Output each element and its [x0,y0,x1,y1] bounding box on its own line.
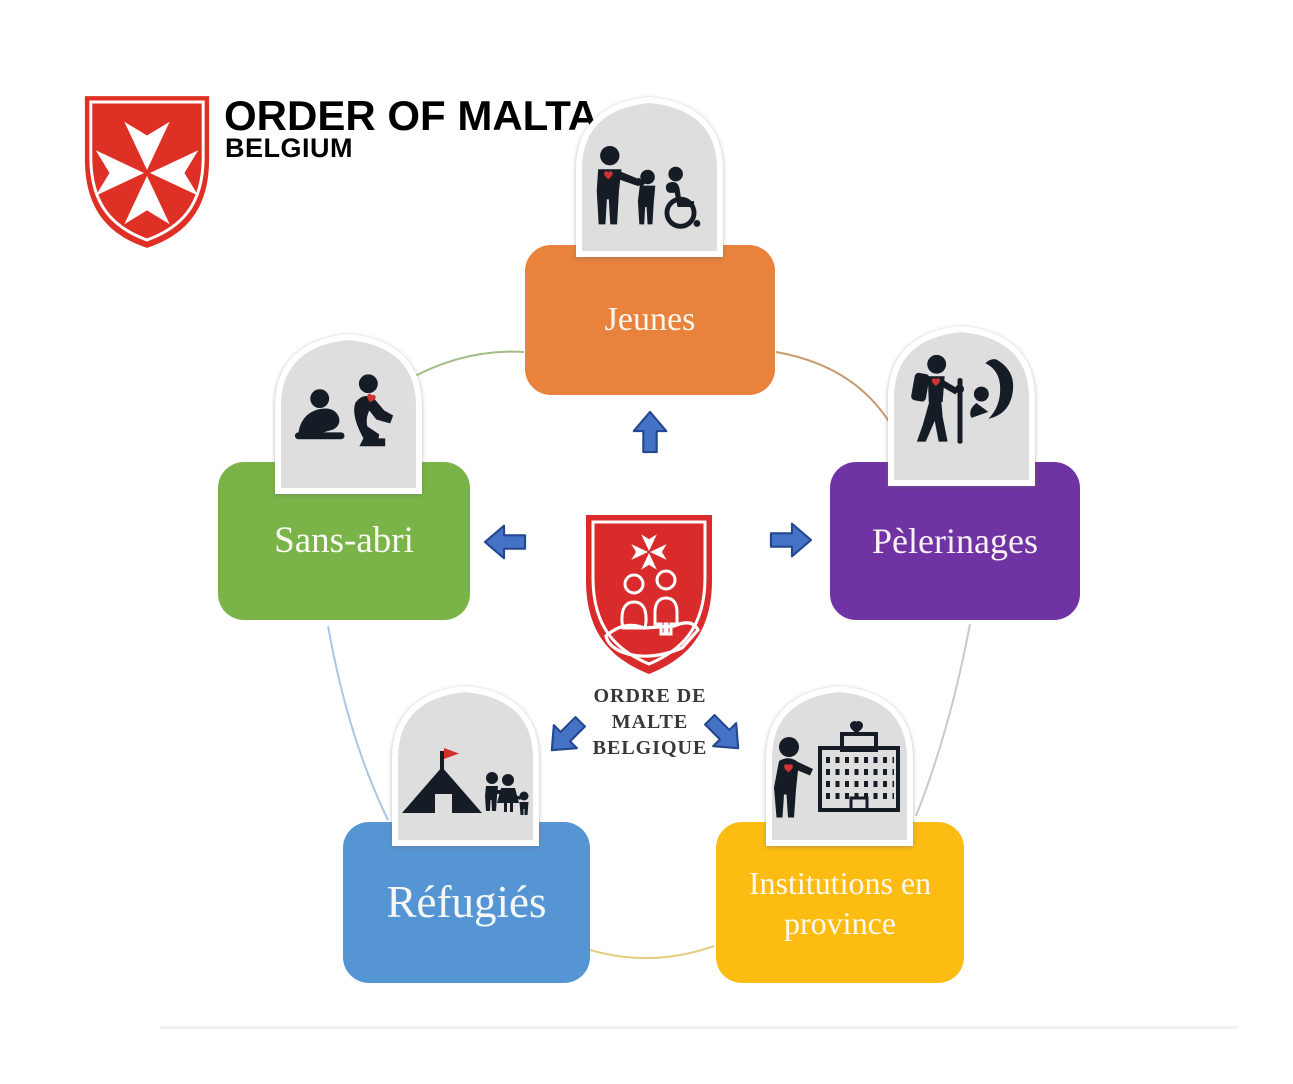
center-label-line2: MALTE [611,711,689,733]
homeless-care-icon [294,374,394,447]
arrow-to-jeunes [630,410,670,454]
node-pelerinages-label: Pèlerinages [872,520,1038,561]
node-pelerinages: Pèlerinages [830,462,1080,620]
node-sans-abri-label: Sans-abri [274,519,414,561]
node-refugies: Réfugiés [343,822,590,983]
node-institutions: Institutions en province [716,822,964,983]
node-institutions-label: Institutions en province [748,864,932,941]
center-label: ORDRE DE MALTE BELGIQUE [540,683,760,761]
badge-jeunes [572,93,727,261]
arc-refugies-sansabri [327,625,389,821]
arrow-to-institutions [694,704,753,763]
hospital-institution-icon [774,721,900,818]
youth-group-icon [596,145,701,229]
order-of-malta-logo-shield [84,96,210,248]
node-sans-abri: Sans-abri [218,462,470,620]
small-maltese-cross-icon [631,534,667,570]
supporting-hand [604,621,700,658]
arc-institutions-refugies [589,945,715,960]
ordre-de-malte-emblem-shield [586,515,712,674]
center-label-line1: ORDRE DE [593,685,707,707]
badge-pelerinages [884,322,1039,490]
badge-refugies [388,682,543,850]
arrow-to-sans-abri [483,522,527,562]
badge-institutions [762,682,917,850]
maltese-cross-icon [95,121,199,225]
protected-people-figures [620,569,679,636]
bottom-divider [160,1026,1237,1029]
arc-pelerinages-institutions [915,623,971,817]
arch-shape [766,685,913,846]
node-refugies-label: Réfugiés [386,877,547,928]
badge-sans-abri [271,330,426,498]
pilgrim-icon [911,354,1014,444]
refugee-tent-icon [402,748,529,815]
arrow-to-pelerinages [769,520,813,560]
brand-title: ORDER OF MALTA [224,92,599,139]
arrow-to-refugies [536,706,595,765]
brand-subtitle: BELGIUM [225,133,353,163]
node-jeunes: Jeunes [525,245,775,395]
center-label-line3: BELGIQUE [592,737,708,759]
node-jeunes-label: Jeunes [604,300,696,338]
